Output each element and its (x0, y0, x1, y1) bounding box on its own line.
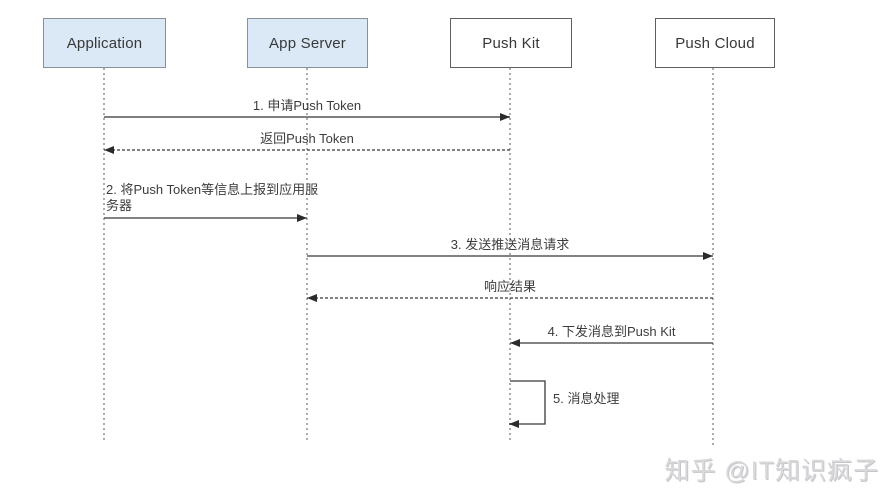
actor-label-push-kit: Push Kit (482, 34, 540, 52)
arrow-self-message-processing (509, 380, 546, 428)
message-label-report-token-to-server: 2. 将Push Token等信息上报到应用服务器 (106, 182, 319, 213)
actor-label-application: Application (66, 34, 143, 52)
message-label-response-result: 响应结果 (483, 279, 536, 294)
actor-label-push-cloud: Push Cloud (675, 34, 755, 52)
message-label-send-push-request: 3. 发送推送消息请求 (450, 237, 570, 252)
message-label-deliver-to-push-kit: 4. 下发消息到Push Kit (547, 324, 676, 339)
actor-label-app-server: App Server (268, 34, 347, 52)
actor-box-push-kit: Push Kit (450, 18, 572, 68)
watermark-zhihu: 知乎 @IT知识疯子 (664, 457, 879, 485)
message-label-message-processing: 5. 消息处理 (553, 391, 620, 406)
message-label-request-push-token: 1. 申请Push Token (252, 98, 362, 113)
message-label-return-push-token: 返回Push Token (260, 131, 354, 146)
actor-box-push-cloud: Push Cloud (655, 18, 775, 68)
actor-box-app-server: App Server (247, 18, 368, 68)
actor-box-application: Application (43, 18, 166, 68)
